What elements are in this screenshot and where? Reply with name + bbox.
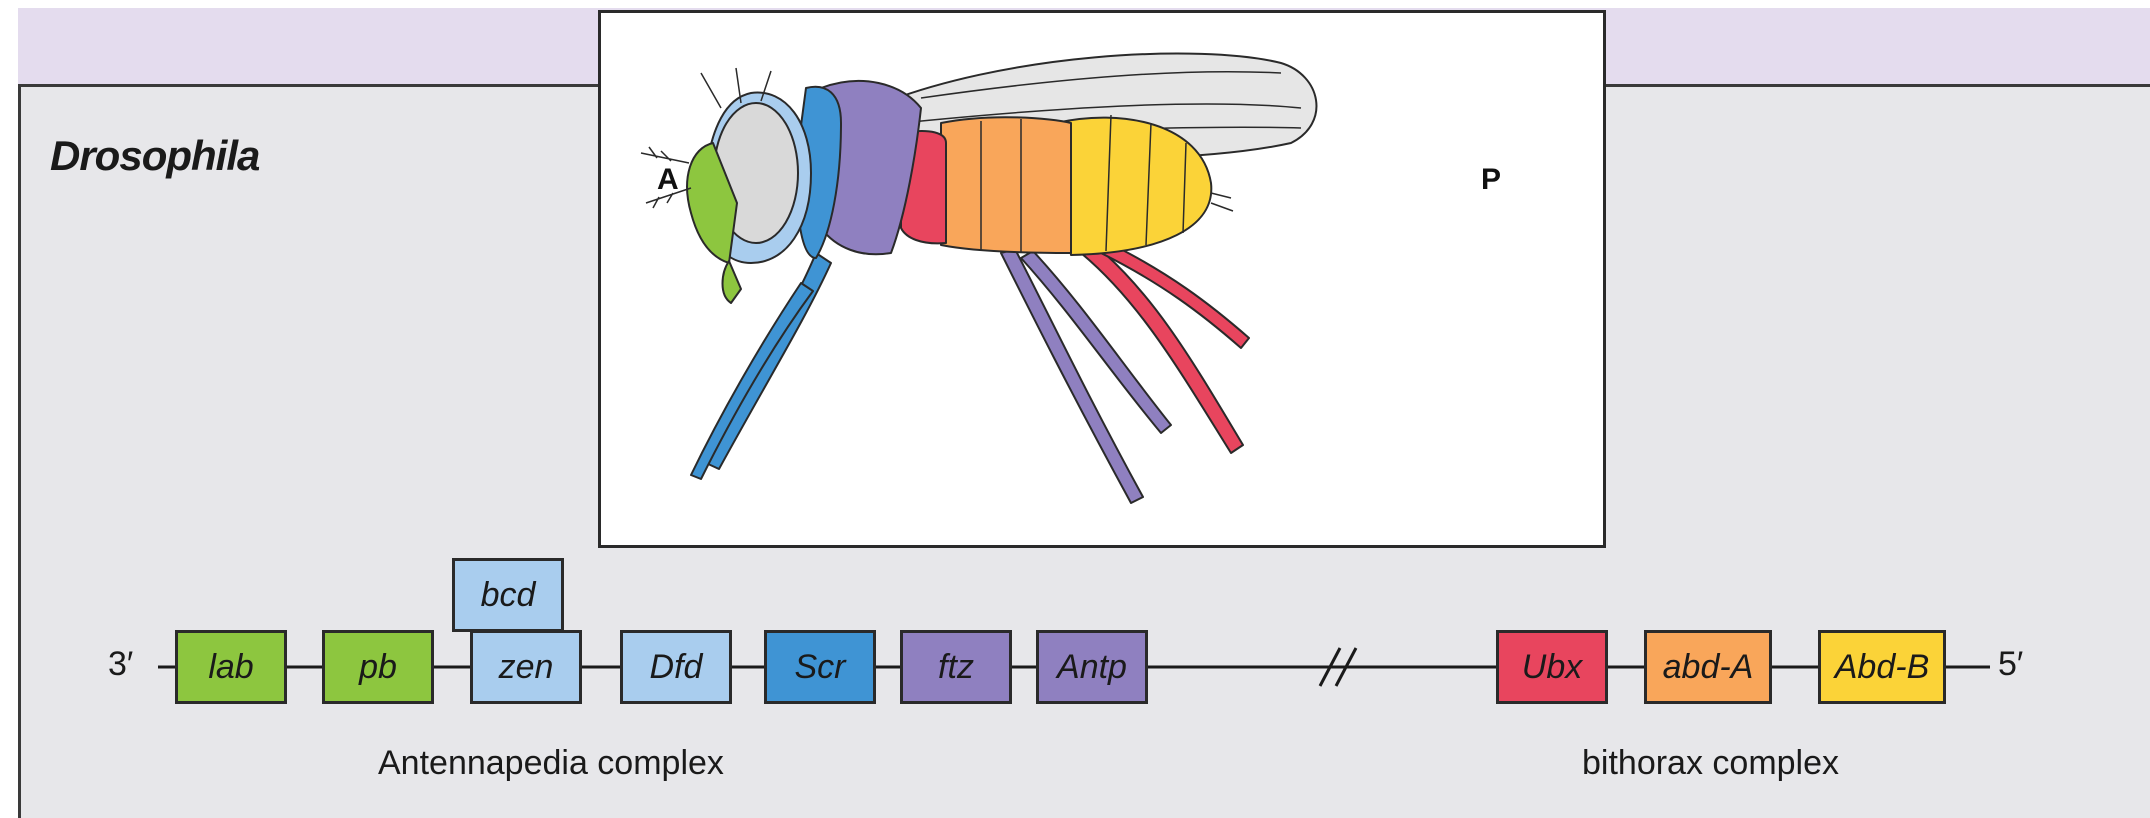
gene-ubx: Ubx: [1496, 630, 1608, 704]
gene-antp: Antp: [1036, 630, 1148, 704]
bithorax-complex-label: bithorax complex: [1582, 744, 1839, 783]
gene-scr: Scr: [764, 630, 876, 704]
five-prime-end: 5′: [1998, 645, 2023, 684]
gene-zen: zen: [470, 630, 582, 704]
gene-ftz: ftz: [900, 630, 1012, 704]
gene-abd-a: abd-A: [1644, 630, 1772, 704]
antennapedia-complex-label: Antennapedia complex: [378, 744, 724, 783]
three-prime-end: 3′: [108, 645, 133, 684]
gene-lab: lab: [175, 630, 287, 704]
gene-dfd: Dfd: [620, 630, 732, 704]
gene-bcd: bcd: [452, 558, 564, 632]
gene-pb: pb: [322, 630, 434, 704]
gene-abd-b: Abd-B: [1818, 630, 1946, 704]
